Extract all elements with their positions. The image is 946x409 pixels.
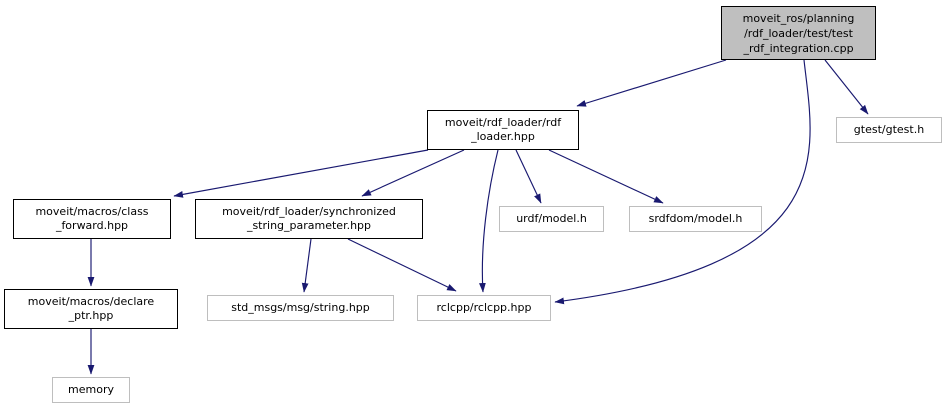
node-declare-ptr-hpp[interactable]: moveit/macros/declare _ptr.hpp	[4, 289, 178, 329]
node-srdfdom-model-h: srdfdom/model.h	[629, 206, 762, 232]
edge-rdf-loader-to-srdfdom	[548, 149, 664, 204]
edge-test-to-gtest	[824, 59, 869, 115]
edge-test-to-rdf-loader	[576, 59, 727, 107]
edge-rdf-loader-to-class-forward	[173, 149, 429, 198]
edge-synchronized-to-std-msgs	[301, 238, 312, 293]
edge-rdf-loader-to-urdf	[515, 149, 542, 204]
node-synchronized-string-parameter-hpp[interactable]: moveit/rdf_loader/synchronized _string_p…	[195, 199, 423, 239]
node-std-msgs-string-hpp: std_msgs/msg/string.hpp	[207, 295, 394, 321]
edge-synchronized-to-rclcpp	[347, 238, 457, 292]
edge-rdf-loader-to-rclcpp	[479, 149, 499, 293]
node-rclcpp-hpp: rclcpp/rclcpp.hpp	[417, 295, 551, 321]
node-urdf-model-h: urdf/model.h	[499, 206, 604, 232]
node-test-rdf-integration-cpp: moveit_ros/planning /rdf_loader/test/tes…	[721, 6, 876, 60]
node-rdf-loader-hpp[interactable]: moveit/rdf_loader/rdf _loader.hpp	[427, 110, 579, 150]
node-memory: memory	[52, 377, 130, 403]
edge-rdf-loader-to-synchronized	[361, 149, 465, 197]
edge-test-to-rclcpp	[554, 59, 811, 305]
node-gtest-h: gtest/gtest.h	[836, 117, 942, 143]
node-class-forward-hpp[interactable]: moveit/macros/class _forward.hpp	[13, 199, 171, 239]
